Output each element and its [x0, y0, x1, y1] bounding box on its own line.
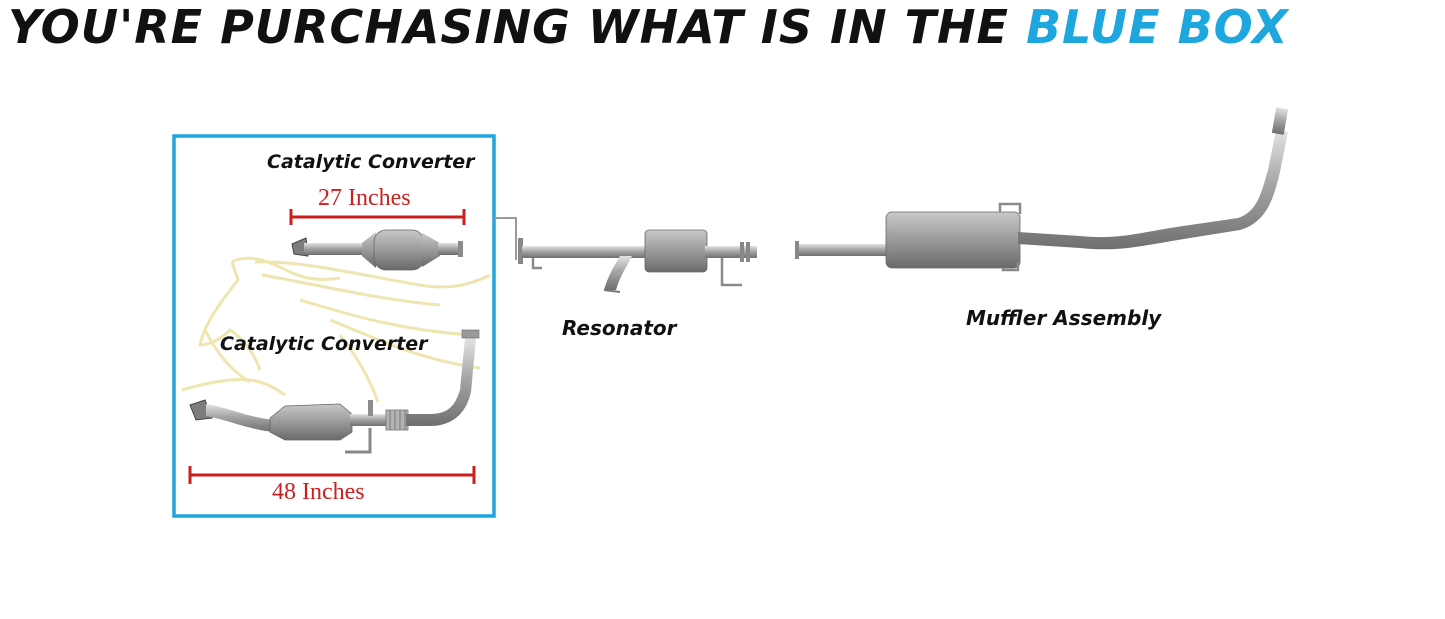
cat-converter-lower-label: Catalytic Converter: [220, 333, 428, 355]
cat-converter-upper-part: [291, 229, 463, 271]
headline-highlight: BLUE BOX: [1025, 0, 1289, 54]
muffler-assembly-label: Muffler Assembly: [966, 306, 1162, 330]
box-connector-line: [494, 217, 517, 260]
horse-logo-watermark: [181, 256, 491, 403]
measure-bar-lower: [188, 466, 476, 484]
cat-converter-upper-label: Catalytic Converter: [267, 151, 475, 173]
muffler-assembly-part: [795, 107, 1289, 272]
cat-converter-upper-length: 27 Inches: [318, 185, 411, 211]
resonator-label: Resonator: [562, 316, 677, 340]
cat-converter-lower-part: [189, 329, 480, 454]
selection-box: [172, 134, 496, 518]
resonator-part: [518, 229, 757, 293]
headline: YOU'RE PURCHASING WHAT IS IN THE BLUE BO…: [8, 0, 1289, 54]
cat-converter-lower-length: 48 Inches: [272, 479, 365, 505]
headline-main: YOU'RE PURCHASING WHAT IS IN THE: [8, 0, 1026, 54]
measure-bar-upper: [289, 209, 466, 225]
